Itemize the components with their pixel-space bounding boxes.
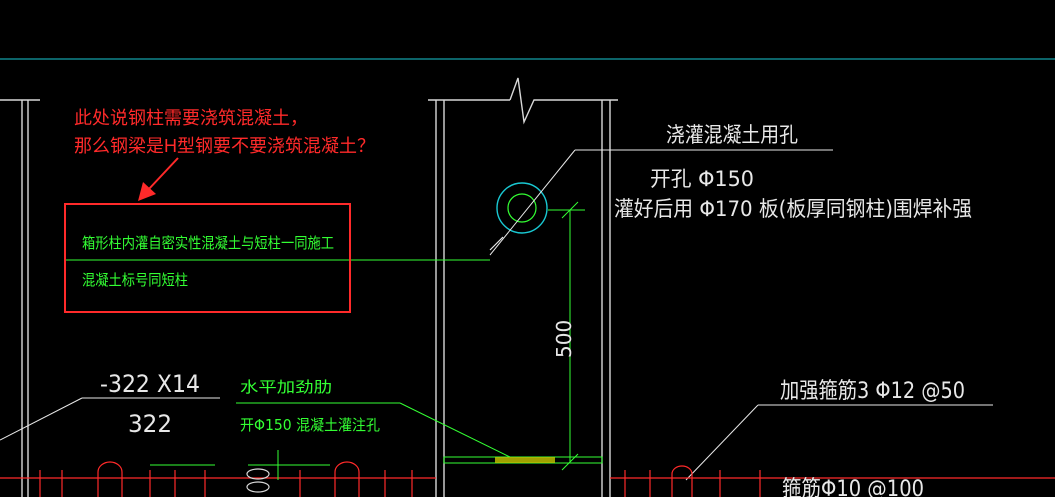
annotation-line1: 此处说钢柱需要浇筑混凝土， bbox=[74, 108, 308, 128]
hole-note-line1: 开孔 Φ150 bbox=[650, 167, 754, 191]
boxed-note-line2: 混凝土标号同短柱 bbox=[82, 271, 188, 289]
boxed-note-line1: 箱形柱内灌自密实性混凝土与短柱一同施工 bbox=[82, 234, 334, 252]
hole-note-title: 浇灌混凝土用孔 bbox=[666, 123, 798, 147]
plate-label-top: -322 X14 bbox=[100, 370, 200, 398]
rebar-row bbox=[0, 461, 1055, 497]
left-steel-column bbox=[0, 99, 40, 497]
pouring-hole bbox=[496, 182, 548, 234]
stiffener-note-line1: 水平加劲肋 bbox=[240, 378, 332, 396]
annotation-box bbox=[64, 203, 351, 313]
reinforcing-stirrup-note: 加强箍筋3 Φ12 @50 bbox=[780, 379, 965, 404]
hole-note-line2: 灌好后用 Φ170 板(板厚同钢柱)围焊补强 bbox=[614, 197, 972, 221]
plate-label-bottom: 322 bbox=[128, 410, 172, 438]
rebar-leader bbox=[685, 404, 993, 481]
stiffener-note-line2: 开Φ150 混凝土灌注孔 bbox=[240, 416, 380, 434]
arrow-tick bbox=[489, 236, 504, 251]
stiffener-leader bbox=[236, 402, 511, 458]
rebar-oval bbox=[246, 468, 270, 493]
horizontal-stiffener bbox=[443, 456, 603, 464]
rebar-dim-ticks bbox=[150, 450, 330, 480]
plate-label-leader bbox=[0, 397, 220, 441]
stirrup-note: 箍筋Φ10 @100 bbox=[782, 477, 924, 497]
box-steel-column bbox=[428, 77, 618, 497]
annotation-line2: 那么钢梁是H型钢要不要浇筑混凝土？ bbox=[74, 136, 375, 156]
annotation-arrow bbox=[138, 157, 179, 201]
dimension-value: 500 bbox=[552, 320, 576, 358]
hole-leader-line bbox=[489, 149, 833, 256]
